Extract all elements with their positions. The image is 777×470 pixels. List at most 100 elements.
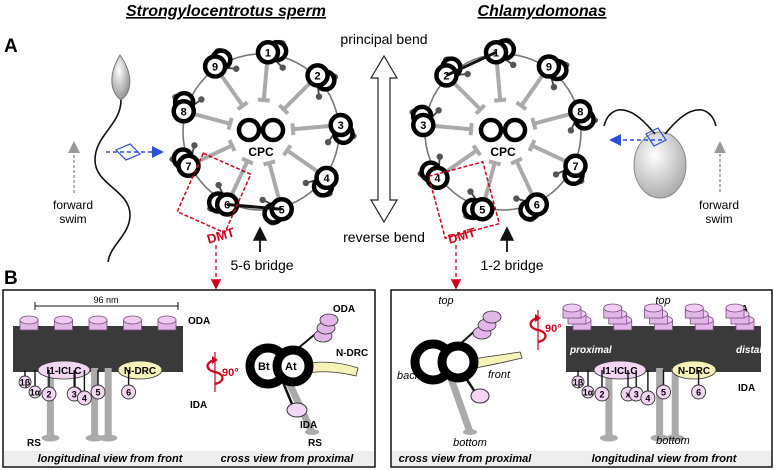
chlamy-radial-spoke — [452, 81, 482, 111]
right-caption-longitudinal: longitudinal view from front — [592, 453, 738, 465]
left-long-radial-spoke — [46, 368, 54, 438]
right-long-ida-label: 5 — [661, 388, 666, 398]
right-bridge-label: 1-2 bridge — [480, 257, 543, 273]
left-rotate-icon — [206, 352, 224, 392]
right-long-radial-spoke — [605, 368, 613, 438]
right-long-ida-label: 1β — [573, 378, 584, 388]
right-long-i1-iclc — [593, 360, 647, 380]
chlamy-doublet-number: 9 — [546, 61, 552, 73]
left-organism-title: Strongylocentrotus sperm — [126, 3, 326, 20]
left-cross-view — [245, 313, 359, 435]
chlamy-central-pair-right — [502, 117, 528, 143]
right-proximal-label: proximal — [569, 345, 612, 356]
right-cross-bottom-label: bottom — [453, 437, 487, 449]
right-long-ida-6 — [656, 384, 671, 400]
sperm-doublet-number: 7 — [185, 161, 191, 173]
right-long-dmt-bar — [566, 326, 761, 372]
chlamy-radial-spoke — [531, 143, 568, 164]
right-distal-label: distal — [736, 345, 762, 356]
right-section-plane — [645, 127, 667, 147]
chlamy-doublet-number: 5 — [479, 204, 485, 216]
reverse-bend-label: reverse bend — [343, 229, 425, 245]
cross-a-label: At — [285, 361, 297, 373]
chlamy-cpc-label: CPC — [490, 145, 516, 159]
chlamy-radial-spoke — [533, 111, 572, 126]
left-long-i1-iclc — [37, 360, 91, 380]
right-cross-back-label: back — [397, 370, 421, 382]
chlamy-doublet-5 — [470, 197, 495, 222]
right-long-ida-label: 1α — [583, 388, 594, 398]
cross-b-label: Bt — [258, 361, 270, 373]
right-long-ida-1 — [581, 385, 595, 399]
sperm-doublet-number: 2 — [315, 70, 321, 82]
sperm-doublet-number: 4 — [323, 173, 330, 185]
chlamy-doublet-number: 6 — [534, 200, 540, 212]
right-dmt-box — [427, 160, 501, 240]
right-long-ida-7 — [691, 384, 707, 400]
right-long-ida-label: 6 — [696, 388, 701, 398]
sperm-doublet-number: 3 — [338, 120, 344, 132]
left-bridge-label: 5-6 bridge — [230, 257, 293, 273]
right-cross-view — [410, 310, 523, 435]
left-rotate-label: 90° — [222, 367, 239, 379]
chlamy-doublet-number: 2 — [443, 70, 449, 82]
chlamydomonas-axoneme: 123456789CPC — [409, 37, 599, 223]
left-long-n-drc-label: N-DRC — [124, 366, 156, 377]
right-long-top-label: top — [655, 295, 670, 307]
sperm-axoneme: 123456789CPC — [169, 39, 357, 226]
cross-ida-label: IDA — [300, 420, 317, 431]
sperm-radial-spoke — [219, 73, 245, 107]
sperm-radial-spoke — [286, 148, 320, 174]
left-long-ida-label: 2 — [46, 390, 51, 400]
chlamy-doublet-number: 4 — [434, 173, 441, 185]
sperm-radial-spoke — [282, 81, 312, 111]
left-oda-label: ODA — [188, 316, 210, 327]
chlamy-radial-spoke — [519, 73, 545, 107]
cross-oda-label: ODA — [333, 304, 355, 315]
right-caption-strip — [392, 451, 771, 466]
right-long-i1-iclc-label: I1-ICLC — [603, 366, 638, 377]
sperm-cell — [94, 54, 131, 263]
sperm-radial-spoke — [196, 143, 233, 164]
scale-label: 96 nm — [93, 295, 118, 305]
sperm-doublet-7 — [176, 153, 201, 179]
left-caption-cross: cross view from proximal — [221, 453, 355, 465]
chlamy-radial-spoke — [444, 148, 478, 174]
chlamy-doublet-number: 8 — [577, 106, 583, 118]
right-cross-front-label: front — [488, 369, 511, 381]
sperm-radial-spoke — [192, 111, 231, 126]
left-long-i1-iclc-label: I1-ICLC — [47, 366, 82, 377]
chlamy-radial-spoke — [494, 62, 503, 101]
sperm-doublet-2 — [305, 63, 330, 88]
chlamy-doublet-3 — [411, 112, 436, 138]
right-long-bottom-label: bottom — [656, 435, 690, 447]
right-swim-label: swim — [705, 212, 732, 226]
chlamy-doublet-6 — [524, 192, 550, 217]
left-long-ida-7 — [121, 384, 137, 400]
right-organism-title: Chlamydomonas — [478, 3, 607, 20]
right-rotate-icon — [529, 310, 547, 350]
cross-ndrc-label: N-DRC — [336, 348, 368, 359]
sperm-doublet-3 — [328, 112, 353, 138]
left-long-ida-label: 1β — [20, 378, 31, 388]
left-long-ida-label: 6 — [126, 388, 131, 398]
right-long-ida-label: x — [625, 390, 630, 400]
left-long-ida-0 — [18, 375, 32, 389]
left-dmt-label: DMT — [205, 225, 236, 247]
left-dmt-box — [176, 152, 252, 234]
left-long-ida-label: 4 — [82, 394, 87, 404]
right-long-ida-label: 2 — [599, 390, 604, 400]
panel-a-label: A — [4, 36, 18, 57]
left-long-ida-2 — [41, 386, 57, 402]
left-long-ida-5 — [76, 390, 92, 406]
right-long-ida-5 — [640, 390, 656, 406]
chlamy-doublet-7 — [563, 153, 588, 179]
principal-bend-label: principal bend — [340, 31, 427, 47]
left-swim-label: swim — [59, 212, 86, 226]
right-long-n-drc — [671, 360, 717, 380]
bend-double-arrow — [369, 54, 399, 224]
sperm-cpc-label: CPC — [248, 145, 274, 159]
panel-b-label: B — [4, 268, 18, 289]
